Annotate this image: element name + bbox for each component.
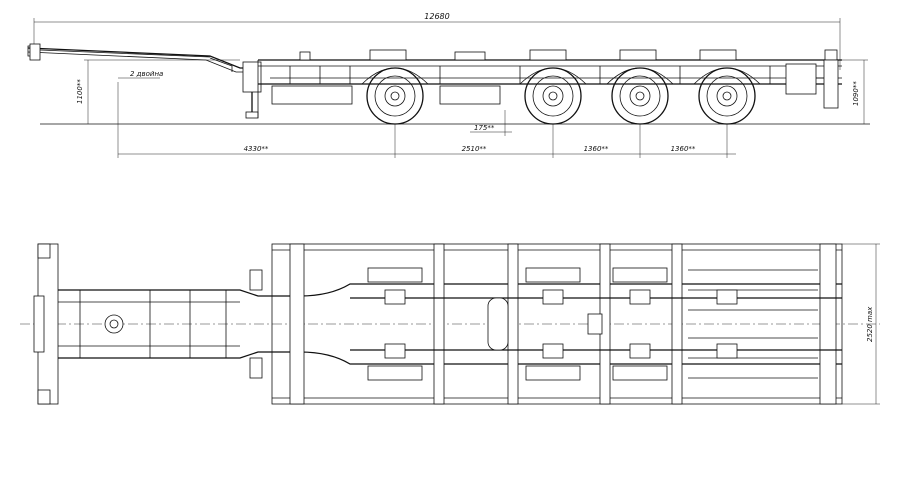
- spacing-label-1: 4330**: [244, 145, 269, 153]
- wheel-axle-4: [693, 67, 761, 125]
- wheel-axle-1: [361, 67, 429, 125]
- air-tank-top: [487, 297, 509, 351]
- front-locking-post: [29, 43, 41, 61]
- valve-block: [587, 313, 603, 335]
- toolbox: [271, 85, 353, 105]
- rear-height-label: 1090**: [852, 81, 860, 106]
- landing-gear-foot: [245, 111, 259, 119]
- frame-cross-members: [289, 66, 771, 84]
- wheel-axle-3: [606, 67, 674, 125]
- air-tank: [439, 85, 501, 105]
- axle-offset-label: 175**: [474, 124, 495, 132]
- spacing-label-2: 2510**: [462, 145, 487, 153]
- rear-bumper: [823, 59, 839, 109]
- landing-gear-top-left: [249, 269, 263, 291]
- kingpin: [104, 314, 124, 334]
- gooseneck-note: 2 двойна: [130, 70, 163, 78]
- axle-assemblies: [367, 267, 738, 381]
- outer-deck-frame: [271, 243, 843, 405]
- side-view: 12680 2 двойна: [27, 12, 870, 158]
- overall-width-label: 2520 max: [866, 306, 874, 342]
- axle-spacing-dimensions: 4330** 2510** 1360** 1360**: [117, 82, 736, 158]
- spacing-label-4: 1360**: [671, 145, 696, 153]
- rear-light-bracket: [785, 63, 817, 95]
- wheel-axle-2: [519, 67, 587, 125]
- twistlock-block: [369, 49, 407, 61]
- rear-deck-panels: [688, 269, 818, 379]
- fifth-wheel-height-label: 1100**: [76, 79, 84, 104]
- top-view: 2520 max: [20, 243, 880, 405]
- spacing-label-3: 1360**: [584, 145, 609, 153]
- overall-length-label: 12680: [424, 12, 449, 21]
